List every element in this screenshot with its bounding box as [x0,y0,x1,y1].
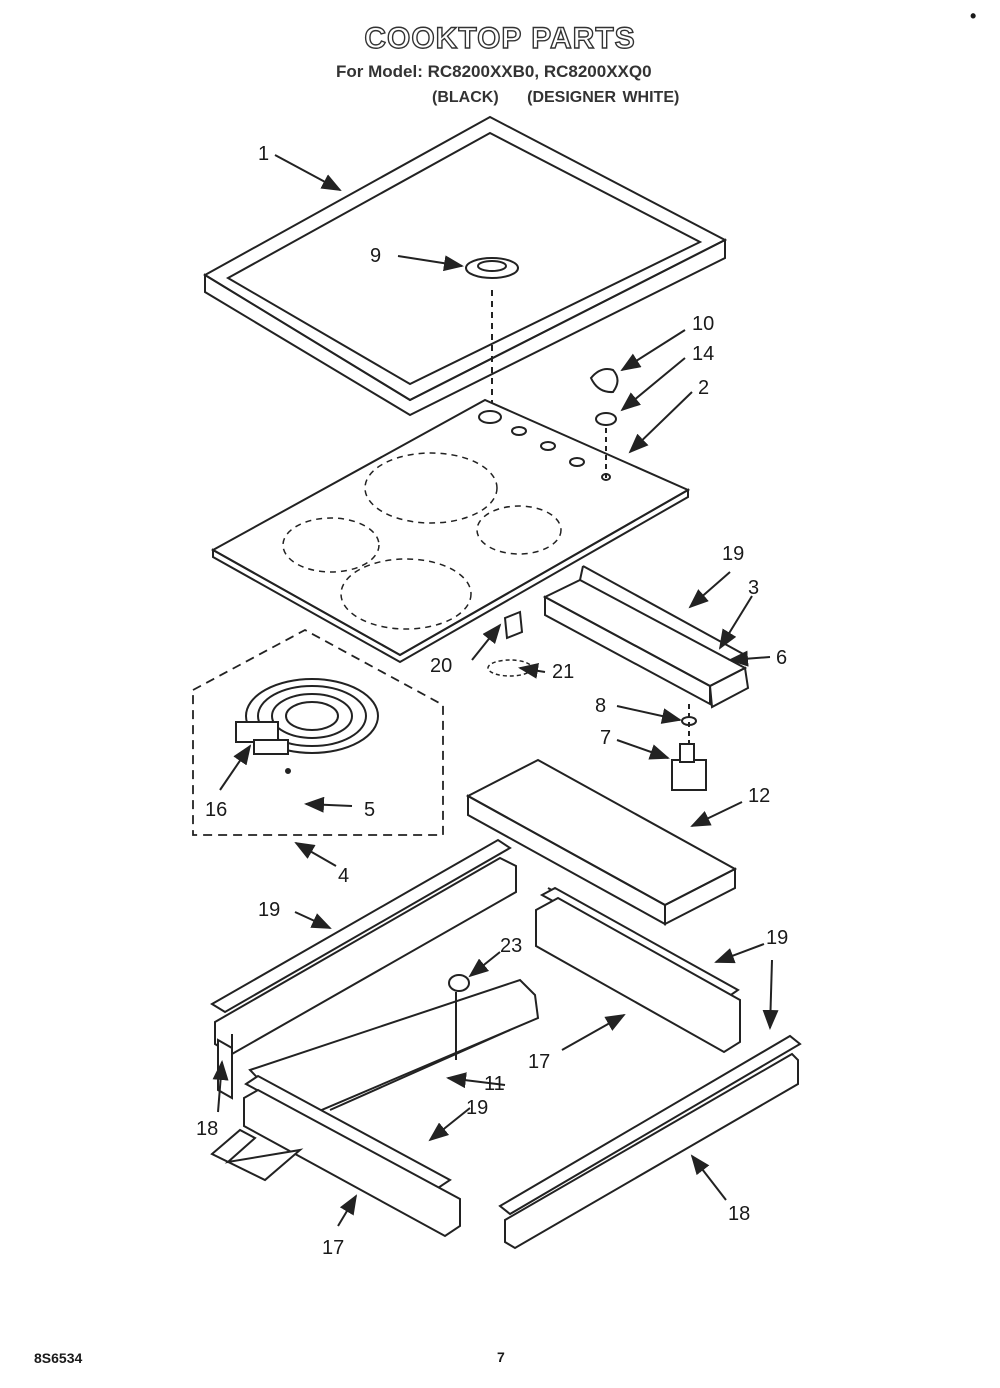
front-lower-rail [210,1074,461,1238]
callout-number-19: 19 [466,1097,488,1119]
page-number: 7 [497,1349,505,1365]
callout-number-4: 4 [338,865,349,887]
callout-number-7: 7 [600,727,611,749]
callout-number-9: 9 [370,245,381,267]
model-subtitle: For Model: RC8200XXB0, RC8200XXQ0 [336,62,652,81]
callout-number-12: 12 [748,785,770,807]
bracket-part-20 [487,610,533,677]
diagram-title: COOKTOP PARTS [364,21,636,55]
callout-number-19: 19 [722,543,744,565]
callout-number-1: 1 [258,143,269,165]
callout-number-16: 16 [205,799,227,821]
back-lower-rail [498,1034,802,1250]
document-number: 8S6534 [34,1350,83,1366]
callout-leaders [212,154,779,1227]
knob-part-10 [589,368,619,478]
callout-number-14: 14 [692,343,714,365]
cooktop-trim-frame [203,115,728,417]
callout-number-23: 23 [500,935,522,957]
callout-number-17: 17 [322,1237,344,1259]
corner-mark: • [970,6,977,26]
grommet-part-9 [465,257,519,410]
left-side-rail [210,838,517,1100]
callout-number-5: 5 [364,799,375,821]
finish-white-label: (DESIGNER WHITE) [527,89,680,106]
finish-labels: (BLACK) (DESIGNER WHITE) [432,89,701,107]
callout-number-19: 19 [258,899,280,921]
right-side-rail [535,886,741,1054]
callout-number-21: 21 [552,661,574,683]
callout-number-8: 8 [595,695,606,717]
element-assembly-part-4 [192,628,444,836]
callout-number-18: 18 [196,1118,218,1140]
callout-number-18: 18 [728,1203,750,1225]
callout-number-3: 3 [748,577,759,599]
switch-part-7 [671,704,707,791]
callout-number-19: 19 [766,927,788,949]
callout-number-20: 20 [430,655,452,677]
control-channel [542,565,750,709]
callout-number-17: 17 [528,1051,550,1073]
callout-number-10: 10 [692,313,714,335]
callout-number-2: 2 [698,377,709,399]
callout-number-11: 11 [484,1073,505,1095]
finish-black-label: (BLACK) [432,89,499,106]
glass-cooktop-part-2 [210,398,691,664]
callout-number-6: 6 [776,647,787,669]
